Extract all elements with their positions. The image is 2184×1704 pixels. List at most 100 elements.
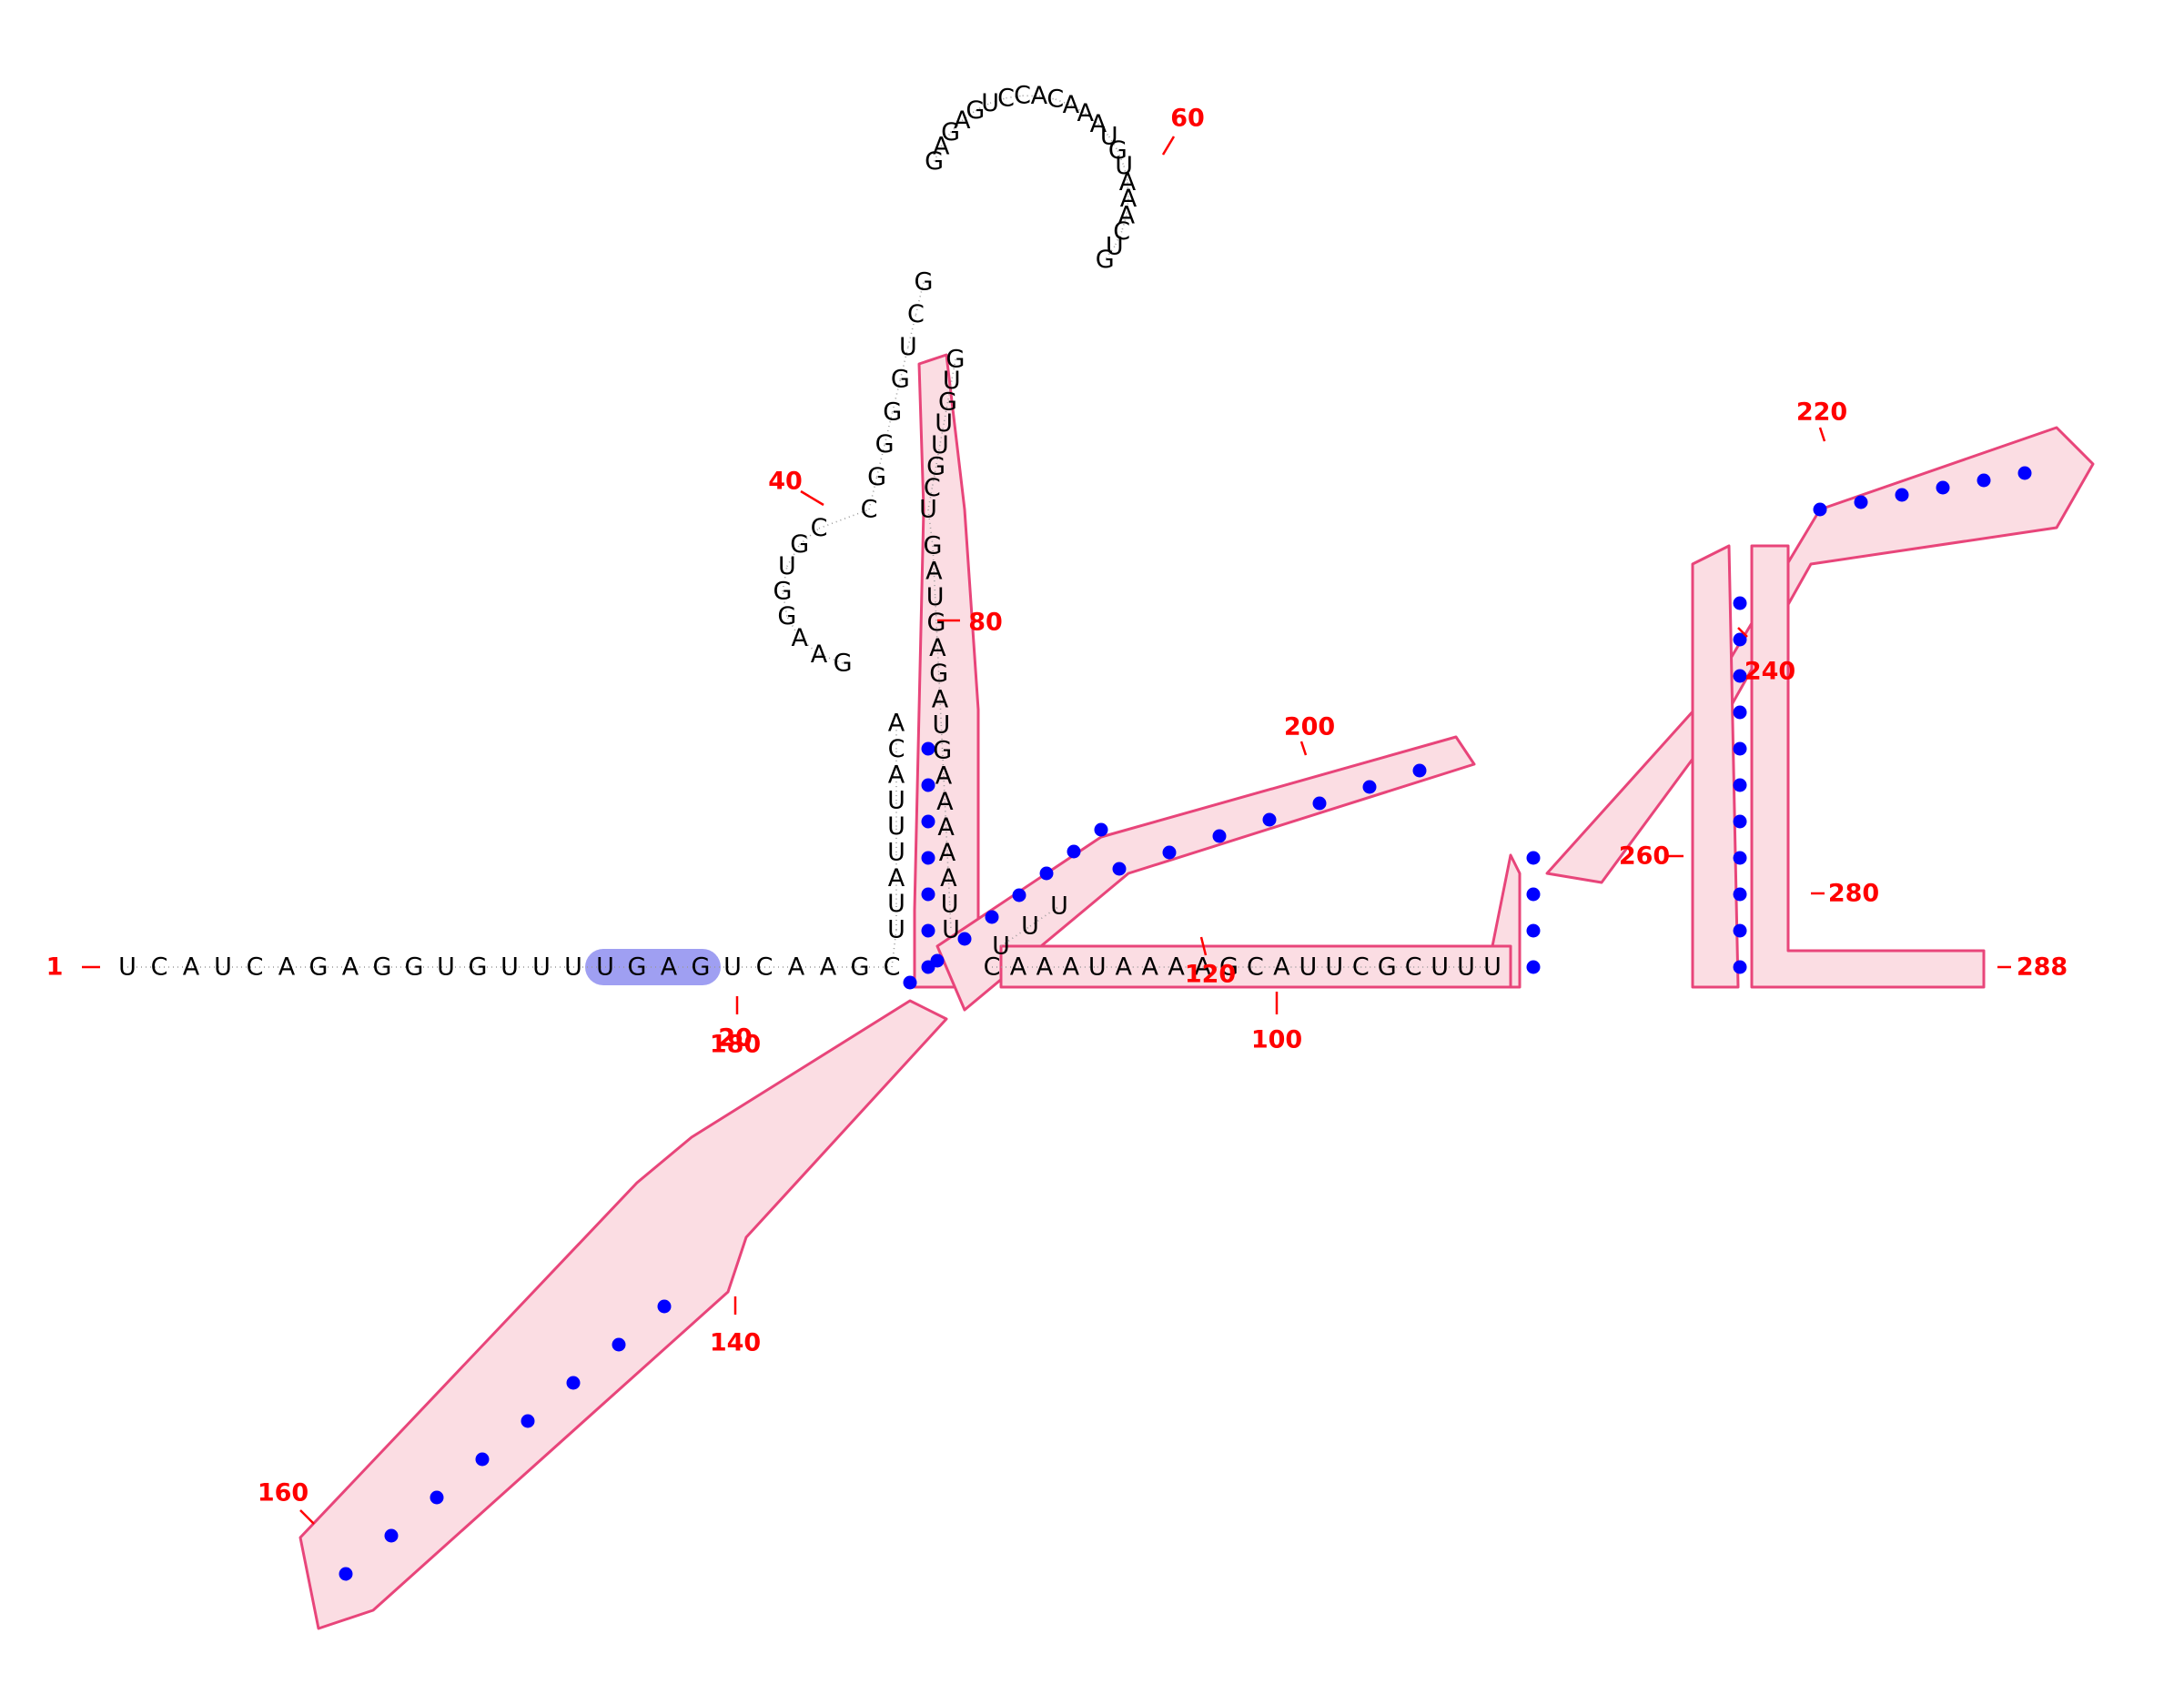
base-pair-dot [1526, 851, 1541, 865]
base-pair-dot [612, 1337, 626, 1352]
nucleotide: A [1077, 99, 1094, 127]
nucleotide: A [1273, 953, 1290, 982]
nucleotide: G [777, 602, 796, 630]
base-pair-dot [1526, 960, 1541, 974]
base-pair-dot [921, 887, 935, 902]
backbone-link [1123, 166, 1128, 183]
nucleotide: U [942, 916, 960, 944]
nucleotide: A [183, 953, 200, 982]
backbone-link [989, 96, 1006, 105]
nucleotide: A [888, 710, 905, 738]
nucleotide: A [888, 761, 905, 789]
position-label-20: 20 [718, 1024, 753, 1053]
backbone-link [933, 146, 943, 162]
position-tick [1299, 741, 1308, 756]
nucleotide: U [887, 838, 905, 866]
base-pair-dot [1733, 741, 1747, 756]
base-pair-dot [1854, 495, 1868, 509]
nucleotide: C [924, 474, 941, 502]
base-pair-dot [339, 1567, 353, 1581]
nucleotide: U [1483, 953, 1502, 982]
base-pair-dot [1039, 866, 1054, 881]
base-pair-dot [384, 1528, 399, 1543]
base-pair-dot [1936, 480, 1950, 495]
nucleotide: G [883, 398, 902, 426]
nucleotide: C [1046, 86, 1064, 114]
backbone-link [1070, 104, 1087, 115]
backbone-link [975, 102, 991, 112]
backbone-link [1097, 123, 1110, 137]
nucleotide: A [936, 788, 954, 816]
base-pair-dot [1733, 669, 1747, 683]
nucleotide: G [469, 953, 488, 982]
base-pair-dot [921, 851, 935, 865]
nucleotide: G [774, 578, 793, 606]
nucleotide: G [933, 737, 952, 765]
base-pair-dot [657, 1299, 672, 1314]
nucleotide: U [214, 953, 232, 982]
nucleotide: A [1168, 953, 1185, 982]
position-label-40: 40 [768, 468, 803, 496]
helix-highlight-layer [298, 353, 2095, 1630]
position-label-220: 220 [1796, 398, 1847, 427]
base-pair-dot [1733, 960, 1747, 974]
base-pair-dot [1733, 923, 1747, 938]
base-pair-dot [1412, 763, 1427, 778]
nucleotide: G [1096, 246, 1115, 274]
helix-region [1691, 544, 1740, 989]
base-pair-dot [1526, 887, 1541, 902]
backbone-link [1127, 182, 1129, 199]
backbone-link [915, 281, 925, 315]
base-pair-dot [1733, 596, 1747, 610]
nucleotide: U [723, 953, 742, 982]
base-pair-dot [1813, 502, 1827, 517]
helix-region [298, 999, 948, 1630]
backbone-link [868, 477, 878, 510]
position-tick [1199, 936, 1208, 956]
position-label-80: 80 [968, 609, 1003, 637]
nucleotide: U [981, 89, 999, 117]
base-pair-dot [930, 953, 945, 968]
motif-highlight-layer [585, 949, 721, 985]
nucleotide: A [925, 558, 943, 586]
nucleotide: G [925, 147, 944, 176]
backbone-link [940, 132, 952, 147]
base-pair-layer [339, 466, 2032, 1581]
nucleotide: G [938, 388, 957, 417]
base-pair-dot [1733, 887, 1747, 902]
base-pair-dot [475, 1452, 490, 1467]
nucleotide: G [834, 649, 853, 677]
nucleotide: A [661, 953, 678, 982]
nucleotide: U [1115, 152, 1133, 180]
nucleotide: G [966, 96, 985, 125]
nucleotide: C [888, 735, 905, 763]
nucleotide: U [1100, 123, 1118, 151]
nucleotide: U [919, 496, 937, 524]
nucleotide: A [937, 813, 955, 842]
nucleotide: C [1352, 953, 1370, 982]
nucleotide: U [564, 953, 582, 982]
nucleotide: U [118, 953, 136, 982]
nucleotide: C [247, 953, 264, 982]
nucleotide: U [899, 333, 917, 361]
nucleotide: G [946, 346, 966, 374]
nucleotide: U [932, 711, 950, 739]
base-pair-dot [1733, 632, 1747, 647]
nucleotide: A [1031, 82, 1048, 110]
base-pair-dot [921, 923, 935, 938]
position-label-200: 200 [1284, 713, 1335, 741]
nucleotide: A [1194, 953, 1211, 982]
position-tick [299, 1509, 315, 1525]
nucleotide: G [867, 463, 886, 491]
position-label-1: 1 [46, 953, 64, 982]
backbone-link [891, 378, 902, 413]
nucleotide: C [811, 514, 828, 542]
base-pair-dot [1012, 888, 1026, 902]
backbone-link [884, 411, 894, 445]
nucleotide: C [984, 953, 1001, 982]
backbone-link [1114, 230, 1123, 247]
nucleotide: G [851, 953, 870, 982]
base-pair-dot [1733, 851, 1747, 865]
nucleotide: A [820, 953, 837, 982]
position-label-260: 260 [1619, 842, 1670, 871]
